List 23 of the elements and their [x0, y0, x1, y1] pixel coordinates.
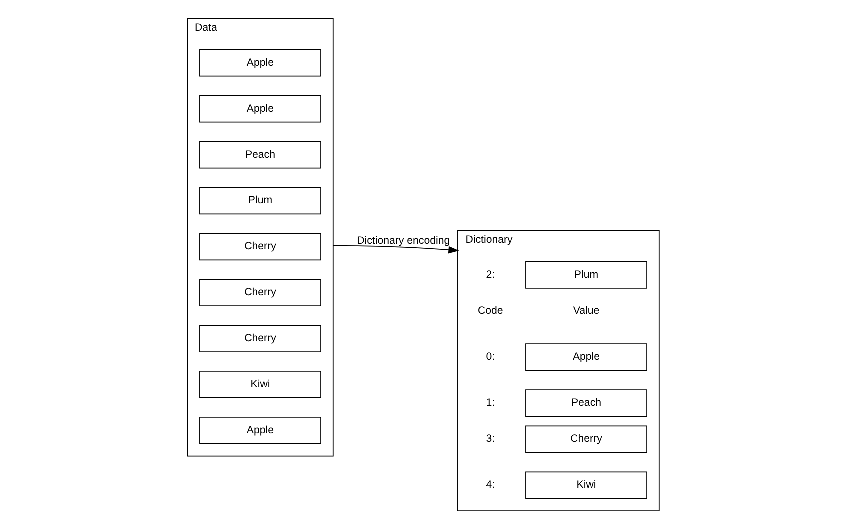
- label: Code: [478, 305, 504, 318]
- node-box: Peach: [526, 390, 648, 417]
- node-label: 0:: [486, 351, 496, 364]
- node-box: Peach: [200, 141, 322, 169]
- node-label: 2:: [486, 268, 496, 281]
- node-label: 3:: [486, 433, 496, 446]
- node-box: Kiwi: [526, 472, 648, 500]
- node-box: Cherry: [200, 233, 322, 261]
- node-box: Cherry: [200, 325, 322, 352]
- arrow: [332, 245, 460, 254]
- node-box: Kiwi: [200, 371, 322, 398]
- node-label: 1:: [486, 397, 496, 410]
- node-box: Cherry: [526, 426, 648, 454]
- label: Value: [573, 305, 600, 318]
- node-box: Apple: [200, 95, 322, 123]
- node-box: Apple: [200, 49, 322, 77]
- edge-label: Dictionary encoding: [357, 234, 450, 247]
- node-box: Cherry: [200, 279, 322, 307]
- node-box: Apple: [526, 344, 648, 372]
- node-label: 4:: [486, 479, 496, 492]
- node-box: Plum: [526, 261, 648, 289]
- node-box: Plum: [200, 187, 322, 215]
- node-box: Apple: [200, 416, 322, 444]
